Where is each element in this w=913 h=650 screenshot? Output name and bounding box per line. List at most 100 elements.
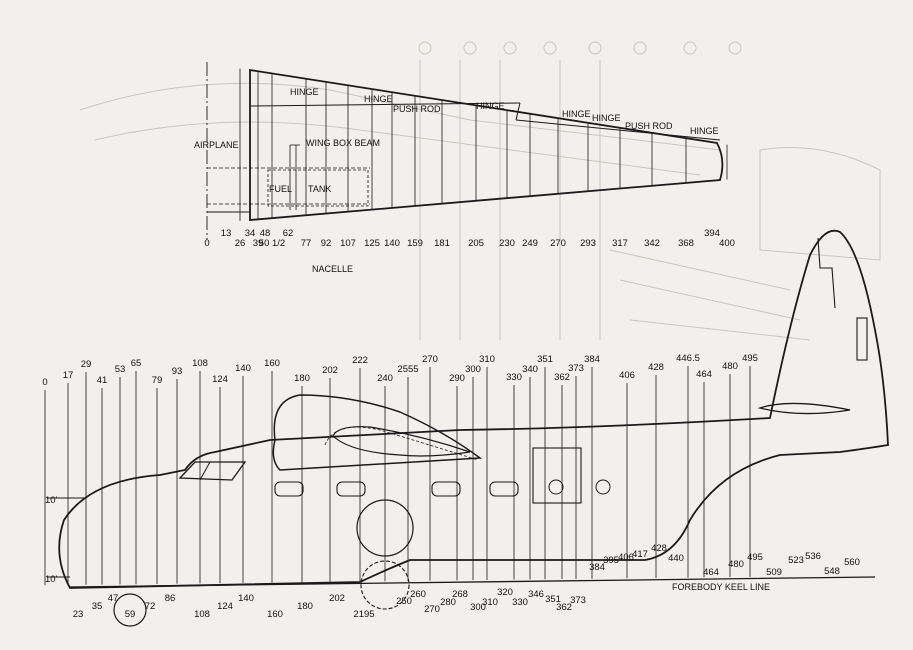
hull-station-number: 340	[522, 364, 538, 375]
wing-station-number: 317	[612, 238, 628, 249]
hull-station-number: 202	[329, 593, 345, 604]
hull-station-number: 464	[703, 567, 719, 578]
hinge-label: HINGE	[592, 113, 621, 123]
wing-box-beam-label: WING BOX BEAM	[306, 138, 380, 148]
forebody-keel-line-label: FOREBODY KEEL LINE	[672, 582, 770, 592]
wing-station-lines	[239, 68, 728, 221]
hull-station-number: 440	[668, 553, 684, 564]
hull-station-number: 53	[115, 364, 126, 375]
push-rod-label: PUSH ROD	[625, 121, 673, 131]
hull-station-number: 260	[410, 589, 426, 600]
hull-station-number: 330	[512, 597, 528, 608]
waterline-label-upper: 10'	[45, 495, 58, 506]
hull-station-number: 480	[722, 361, 738, 372]
hull-station-number: 140	[238, 593, 254, 604]
hull-station-number: 108	[194, 609, 210, 620]
wing-station-number: 125	[364, 238, 380, 249]
hull-station-number: 417	[632, 549, 648, 560]
hull-station-number: 362	[556, 602, 572, 613]
wing-station-number: 77	[301, 238, 312, 249]
hull-station-number: 373	[570, 595, 586, 606]
hull-station-number: 406	[619, 370, 635, 381]
hull-station-number: 86	[165, 593, 176, 604]
hull-station-number: 250	[396, 596, 412, 607]
wing-station-number: 368	[678, 238, 694, 249]
hull-station-number: 480	[728, 559, 744, 570]
hull-station-number: 180	[297, 601, 313, 612]
wing-planform: AIRPLANE HINGE HINGE PUSH ROD HINGE HING…	[194, 62, 735, 274]
wing-station-number: 249	[522, 238, 538, 249]
hinge-label: HINGE	[562, 109, 591, 119]
hinge-label: HINGE	[690, 126, 719, 136]
hull-station-number: 2195	[353, 609, 374, 620]
hull-station-number: 428	[651, 543, 667, 554]
hull-station-number: 300	[470, 602, 486, 613]
wing-station-number: 48	[260, 228, 271, 239]
tank-label: TANK	[308, 184, 331, 194]
hull-station-number: 41	[97, 375, 108, 386]
hull-station-number: 23	[73, 609, 84, 620]
fuel-tank-outline	[267, 169, 369, 207]
wing-station-number: 205	[468, 238, 484, 249]
hull-station-number: 93	[172, 366, 183, 377]
wing-station-number: 0	[204, 238, 209, 249]
hull-station-number: 65	[131, 358, 142, 369]
wing-station-number: 293	[580, 238, 596, 249]
hull-station-number: 290	[449, 373, 465, 384]
hull-station-number: 270	[422, 354, 438, 365]
wing-station-number: 181	[434, 238, 450, 249]
hull-station-number: 202	[322, 365, 338, 376]
hull-station-number: 222	[352, 355, 368, 366]
hull-station-number: 29	[81, 359, 92, 370]
wing-station-number: 62	[283, 228, 294, 239]
hull-station-number: 0	[42, 377, 47, 388]
wing-station-number: 13	[221, 228, 232, 239]
hull-station-number: 495	[747, 552, 763, 563]
hull-station-number: 108	[192, 358, 208, 369]
push-rod-label: PUSH ROD	[393, 104, 441, 114]
wing-station-number: 107	[340, 238, 356, 249]
hull-station-number: 428	[648, 362, 664, 373]
hull-station-number: 268	[452, 589, 468, 600]
hull-station-number: 79	[152, 375, 163, 386]
hull-station-number: 495	[742, 353, 758, 364]
hull-station-number: 280	[440, 597, 456, 608]
hull-station-number: 310	[479, 354, 495, 365]
background-ghost-lines	[79, 41, 881, 341]
wing-station-number: 270	[550, 238, 566, 249]
hull-station-number: 464	[696, 369, 712, 380]
wing-root-fairing	[272, 394, 483, 471]
wing-station-number: 394	[704, 228, 720, 239]
wing-station-number: 140	[384, 238, 400, 249]
wing-station-number: 159	[407, 238, 423, 249]
hull-station-number: 180	[294, 373, 310, 384]
hull-station-number: 47	[108, 593, 119, 604]
hull-station-number: 373	[568, 363, 584, 374]
hull-station-number: 351	[537, 354, 553, 365]
hull-station-number: 124	[217, 601, 233, 612]
hull-station-number: 59	[125, 609, 136, 620]
hull-station-number: 124	[212, 374, 228, 385]
hull-station-number: 35	[92, 601, 103, 612]
wing-station-number: 34	[245, 228, 256, 239]
wing-station-number: 400	[719, 238, 735, 249]
hull-station-number: 330	[506, 372, 522, 383]
hull-station-number: 270	[424, 604, 440, 615]
wing-station-number: 39	[253, 238, 264, 249]
hull-station-number: 351	[545, 594, 561, 605]
hull-station-number: 160	[267, 609, 283, 620]
hull-station-number: 384	[584, 354, 600, 365]
fuel-label: FUEL	[269, 184, 292, 194]
hull-station-number: 406	[618, 552, 634, 563]
hull-station-number: 346	[528, 589, 544, 600]
hull-station-number: 17	[63, 370, 74, 381]
hull-station-number: 320	[497, 587, 513, 598]
hinge-label: HINGE	[364, 94, 393, 104]
hinge-label: HINGE	[290, 87, 319, 97]
hull-side-view: 10' 10' FOREBODY KEEL LINE 0 17 29 41 53 65 79…	[42, 229, 889, 627]
nacelle-label: NACELLE	[312, 264, 353, 274]
waterline-label-lower: 10'	[45, 574, 58, 585]
wing-outline	[249, 68, 724, 221]
